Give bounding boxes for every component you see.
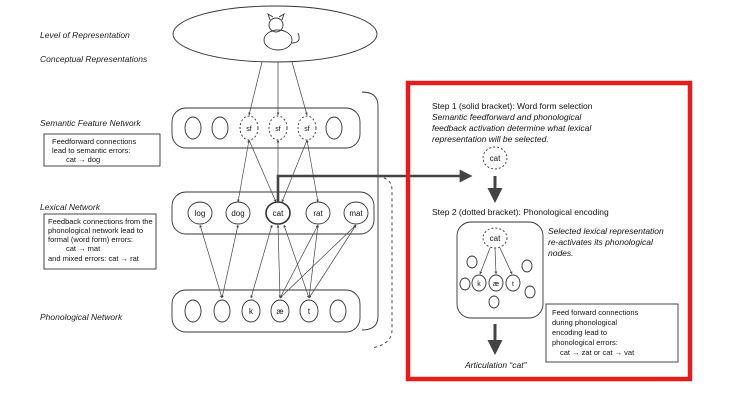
phonological-nodes: k æ t [184, 299, 347, 323]
sf-node-label: sf [304, 126, 310, 133]
phon-node-t: t [308, 307, 311, 316]
lexical-nodes: log dog cat rat mat [187, 201, 369, 225]
highlight-frame [405, 80, 693, 382]
semantic-nodes: sf sf sf [184, 115, 343, 141]
semantic-network-box [171, 107, 361, 149]
lexical-node-dog: dog [231, 209, 244, 218]
encoding-link [499, 247, 513, 275]
lexical-node-mat: mat [349, 209, 363, 218]
articulation-label: Articulation “cat” [464, 360, 528, 370]
conceptual-representation [172, 5, 378, 63]
sf-node-label: sf [246, 126, 252, 133]
semantic-error-note [43, 133, 161, 167]
step2-phon-k: k [477, 281, 481, 288]
lexical-node-log: log [195, 209, 206, 218]
step2-phon-ae: æ [493, 281, 499, 288]
step1-line: Semantic feedforward and phonological [432, 112, 582, 122]
lexical-node-cat: cat [273, 209, 284, 218]
lexical-to-phonological-links [199, 224, 357, 299]
lexical-network-box [171, 191, 375, 235]
lexical-note-line: formal (word form) errors: [48, 235, 133, 244]
step1-line: representation will be selected. [432, 134, 549, 144]
encoding-link [494, 247, 498, 275]
ff-note-line: phonological errors: [552, 338, 618, 347]
level-lexical-label: Lexical Network [40, 202, 101, 212]
ff-note-line: cat → zat or cat → vat [560, 348, 635, 357]
lexical-note-line: phonological network lead to [48, 226, 143, 235]
solid-bracket [361, 91, 379, 331]
sf-node-label: sf [275, 126, 281, 133]
step1-title: Step 1 (solid bracket): Word form select… [432, 101, 593, 111]
lexical-note-line: Feedback connections from the [48, 217, 153, 226]
lexical-error-note [43, 213, 157, 270]
step1-line: feedback activation determine what lexic… [432, 123, 592, 133]
phon-node-k: k [249, 307, 254, 316]
ff-note-line: Feed forward connections [552, 308, 639, 317]
phonological-error-note [545, 303, 679, 363]
level-conceptual-label: Conceptual Representations [40, 54, 148, 64]
ff-note-line: during phonological [552, 318, 617, 327]
step1-cat-label: cat [490, 154, 501, 163]
level-title: Level of Representation [40, 30, 130, 40]
semantic-note-line: Feedforward connections [52, 137, 136, 146]
step2-line: nodes. [548, 248, 574, 258]
step1-cat-node [482, 146, 508, 170]
lexical-note-line: cat → mat [66, 244, 101, 253]
step2-line: Selected lexical representation [548, 226, 664, 236]
semantic-note-line: lead to semantic errors: [52, 146, 130, 155]
encoding-link [479, 247, 491, 275]
cat-drawing-icon [263, 12, 300, 51]
step2-cat-label: cat [490, 234, 501, 243]
lexical-note-line: and mixed errors: cat → rat [48, 254, 140, 263]
step2-title: Step 2 (dotted bracket): Phonological en… [432, 207, 609, 217]
dotted-bracket [371, 175, 393, 349]
level-semantic-label: Semantic Feature Network [40, 118, 141, 128]
level-phonological-label: Phonological Network [40, 312, 123, 322]
conceptual-to-semantic-links [248, 61, 308, 116]
semantic-note-line: cat → dog [66, 155, 100, 164]
step2-phon-t: t [512, 281, 514, 288]
phonological-encoding-box [456, 221, 544, 319]
ff-note-line: encoding lead to [552, 328, 607, 337]
lexical-node-rat: rat [313, 209, 323, 218]
step2-line: re-activates its phonological [548, 237, 654, 247]
cat-selection-arrow [276, 169, 473, 202]
phon-node-ae: æ [276, 307, 283, 316]
